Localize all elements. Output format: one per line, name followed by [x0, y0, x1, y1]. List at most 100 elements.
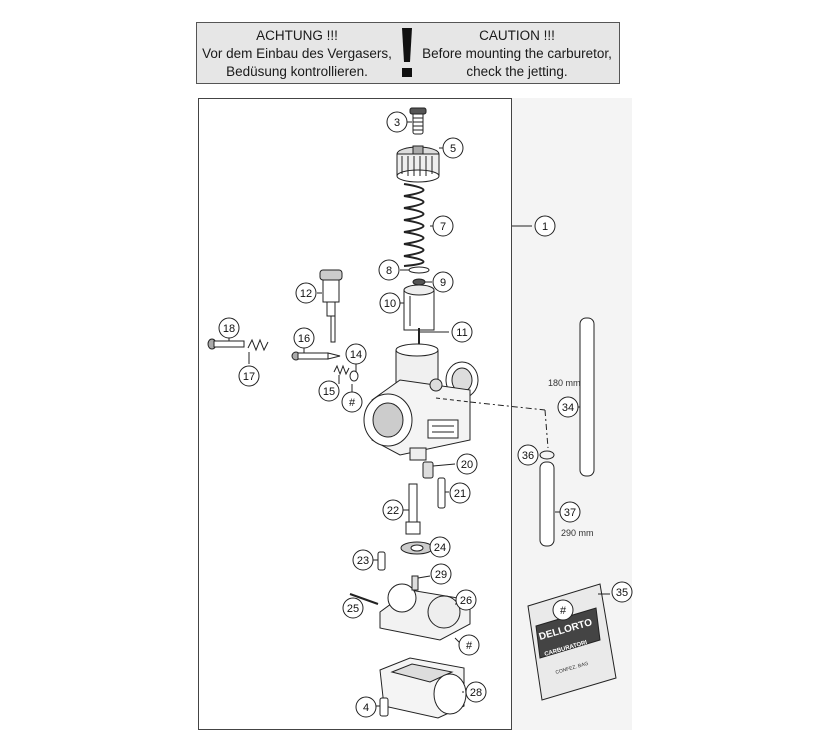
callout-c24: # — [458, 634, 480, 656]
callout-c27: 34 — [557, 396, 579, 418]
carburetor-frame — [198, 98, 512, 730]
callout-circle — [442, 137, 464, 159]
needle-jet-part — [405, 483, 421, 535]
callout-number: 14 — [350, 349, 362, 361]
callout-c10: 18 — [218, 317, 240, 339]
callout-circle — [611, 581, 633, 603]
spring-part — [403, 183, 425, 267]
callout-c31: # — [552, 599, 574, 621]
callout-circle — [238, 365, 260, 387]
callout-c12: 14 — [345, 343, 367, 365]
cable-adjuster-part — [319, 269, 343, 343]
callout-c9: 12 — [295, 282, 317, 304]
callout-c6: 9 — [432, 271, 454, 293]
callout-circle — [534, 215, 556, 237]
callout-c4: 7 — [432, 215, 454, 237]
callout-number: # — [349, 397, 356, 409]
callout-group: 1357891011121816141715#2021222423292625#… — [218, 111, 633, 718]
callout-c19: 24 — [429, 536, 451, 558]
callout-number: 26 — [460, 595, 472, 607]
callout-number: 23 — [357, 555, 369, 567]
float-bowl-part — [379, 657, 467, 719]
callout-number: 36 — [522, 450, 534, 462]
callout-circle — [449, 482, 471, 504]
callout-number: 15 — [323, 386, 335, 398]
callout-circle — [465, 681, 487, 703]
hose-part — [539, 317, 595, 547]
callout-number: 20 — [461, 459, 473, 471]
callout-circle — [378, 259, 400, 281]
callout-circle — [342, 597, 364, 619]
callout-c8: 11 — [451, 321, 473, 343]
hose-length-290: 290 mm — [561, 528, 594, 538]
callout-circle — [455, 589, 477, 611]
warning-en-line2: check the jetting. — [466, 64, 568, 79]
callout-circle — [293, 327, 315, 349]
callout-c3: 5 — [442, 137, 464, 159]
callout-number: 24 — [434, 542, 446, 554]
main-jet-part — [422, 461, 434, 479]
callout-c28: 36 — [517, 444, 539, 466]
callout-circle — [432, 215, 454, 237]
warning-de-line2: Bedüsung kontrollieren. — [226, 64, 368, 79]
callout-c23: 25 — [342, 597, 364, 619]
callout-circle — [345, 343, 367, 365]
warning-de-title: ACHTUNG !!! — [256, 28, 338, 43]
warning-de-line1: Vor dem Einbau des Vergasers, — [202, 46, 392, 61]
callout-circle — [458, 634, 480, 656]
callout-circle — [557, 396, 579, 418]
callout-number: 34 — [562, 402, 574, 414]
callout-number: 29 — [435, 569, 447, 581]
callout-number: 8 — [386, 265, 392, 277]
callout-c20: 23 — [352, 549, 374, 571]
callout-c26: 4 — [355, 696, 377, 718]
warning-english: CAUTION !!! Before mounting the carburet… — [419, 27, 615, 81]
carburetor-body-part — [363, 343, 479, 461]
callout-number: 10 — [384, 298, 396, 310]
hose-length-180: 180 mm — [548, 378, 581, 388]
float-part — [379, 575, 471, 641]
callout-number: 25 — [347, 603, 359, 615]
callout-c29: 37 — [559, 501, 581, 523]
idle-screw-part — [207, 338, 245, 350]
callout-circle — [318, 380, 340, 402]
callout-circle — [552, 599, 574, 621]
screw-part — [409, 107, 427, 135]
callout-circle — [559, 501, 581, 523]
callout-c30: 35 — [611, 581, 633, 603]
warning-en-title: CAUTION !!! — [479, 28, 555, 43]
callout-c2: 3 — [386, 111, 408, 133]
warning-box: ACHTUNG !!! Vor dem Einbau des Vergasers… — [196, 22, 620, 84]
callout-circle — [429, 536, 451, 558]
callout-circle — [218, 317, 240, 339]
callout-circle — [341, 391, 363, 413]
callout-c25: 28 — [465, 681, 487, 703]
callout-number: 18 — [223, 323, 235, 335]
callout-number: 37 — [564, 507, 576, 519]
callout-circle — [295, 282, 317, 304]
callout-number: 7 — [440, 221, 446, 233]
jet-packet — [527, 583, 617, 701]
callout-number: 5 — [450, 143, 456, 155]
callout-c17: 21 — [449, 482, 471, 504]
callout-c11: 16 — [293, 327, 315, 349]
callout-number: 21 — [454, 488, 466, 500]
callout-number: # — [466, 640, 473, 652]
slide-part — [403, 284, 435, 331]
callout-circle — [517, 444, 539, 466]
warning-german: ACHTUNG !!! Vor dem Einbau des Vergasers… — [201, 27, 393, 81]
callout-c1: 1 — [534, 215, 556, 237]
callout-c22: 26 — [455, 589, 477, 611]
warning-en-line1: Before mounting the carburetor, — [422, 46, 612, 61]
callout-number: # — [560, 605, 567, 617]
callout-c14: 15 — [318, 380, 340, 402]
callout-c18: 22 — [382, 499, 404, 521]
exclamation-icon — [400, 28, 414, 78]
callout-number: 16 — [298, 333, 310, 345]
callout-circle — [355, 696, 377, 718]
callout-circle — [352, 549, 374, 571]
callout-circle — [456, 453, 478, 475]
callout-number: 28 — [470, 687, 482, 699]
